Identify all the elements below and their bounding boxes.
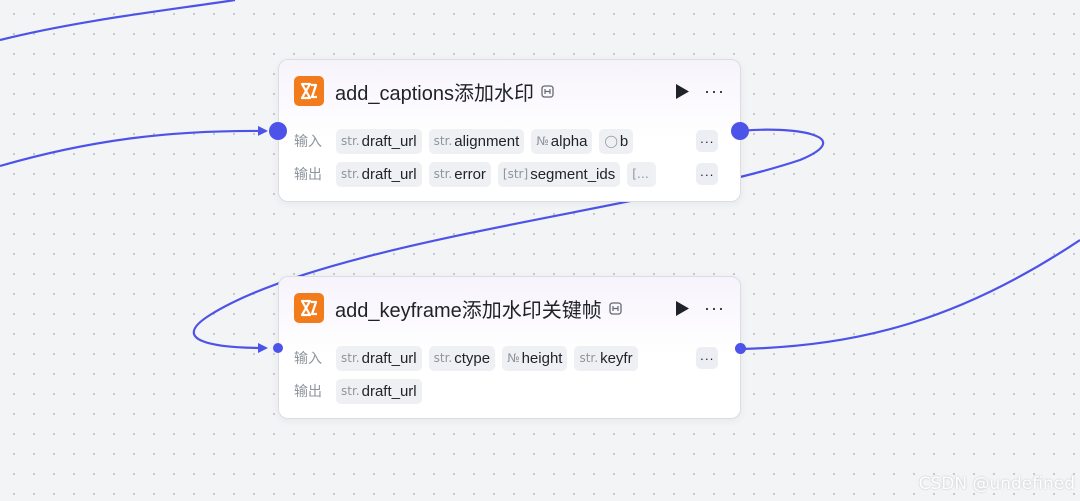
output-row: 输出 str.draft_url: [294, 378, 718, 404]
param-chip[interactable]: str.ctype: [428, 345, 496, 371]
param-chip[interactable]: str.draft_url: [336, 378, 422, 404]
more-options-button[interactable]: ···: [704, 298, 725, 318]
node2-output-port[interactable]: [735, 343, 746, 354]
output-label: 输出: [294, 166, 322, 182]
node-title: add_keyframe添加水印关键帧: [335, 299, 602, 322]
param-chip[interactable]: str.keyfr: [574, 345, 638, 371]
param-chip[interactable]: str.alignment: [428, 128, 525, 154]
run-button[interactable]: [674, 82, 690, 100]
node1-output-port[interactable]: [731, 122, 749, 140]
plugin-icon: [294, 76, 324, 106]
node-header: add_keyframe添加水印关键帧 ···: [294, 293, 725, 323]
edge-top-left: [0, 0, 236, 42]
expand-outputs-button[interactable]: ···: [696, 163, 718, 185]
param-chip[interactable]: […: [627, 161, 656, 187]
node-header: add_captions添加水印 ···: [294, 76, 725, 106]
param-chip[interactable]: str.draft_url: [336, 161, 422, 187]
param-chip[interactable]: ◯b: [599, 128, 634, 154]
node-add-keyframe[interactable]: add_keyframe添加水印关键帧 ··· 输入 str.draft_url…: [278, 276, 741, 419]
param-chip[interactable]: str.draft_url: [336, 128, 422, 154]
param-chip[interactable]: [str]segment_ids: [497, 161, 621, 187]
expand-inputs-button[interactable]: ···: [696, 347, 718, 369]
link-icon: [609, 301, 622, 315]
node-title: add_captions添加水印: [335, 82, 534, 105]
edge-into-node1: [0, 125, 268, 168]
output-row: 输出 str.draft_url str.error [str]segment_…: [294, 161, 718, 187]
edge-node1-to-node2: [192, 128, 825, 353]
play-icon: [675, 83, 689, 99]
input-label: 输入: [294, 133, 322, 149]
node-add-captions[interactable]: add_captions添加水印 ··· 输入 str.draft_url st…: [278, 59, 741, 202]
link-icon: [541, 84, 554, 98]
plugin-icon: [294, 293, 324, 323]
node2-input-port[interactable]: [273, 343, 283, 353]
param-chip[interactable]: str.draft_url: [336, 345, 422, 371]
expand-inputs-button[interactable]: ···: [696, 130, 718, 152]
more-options-button[interactable]: ···: [704, 81, 725, 101]
node1-input-port[interactable]: [269, 122, 287, 140]
output-label: 输出: [294, 383, 322, 399]
watermark: CSDN @undefined: [918, 474, 1075, 494]
input-label: 输入: [294, 350, 322, 366]
run-button[interactable]: [674, 299, 690, 317]
edge-node2-out: [740, 239, 1080, 351]
play-icon: [675, 300, 689, 316]
param-chip[interactable]: str.error: [428, 161, 491, 187]
